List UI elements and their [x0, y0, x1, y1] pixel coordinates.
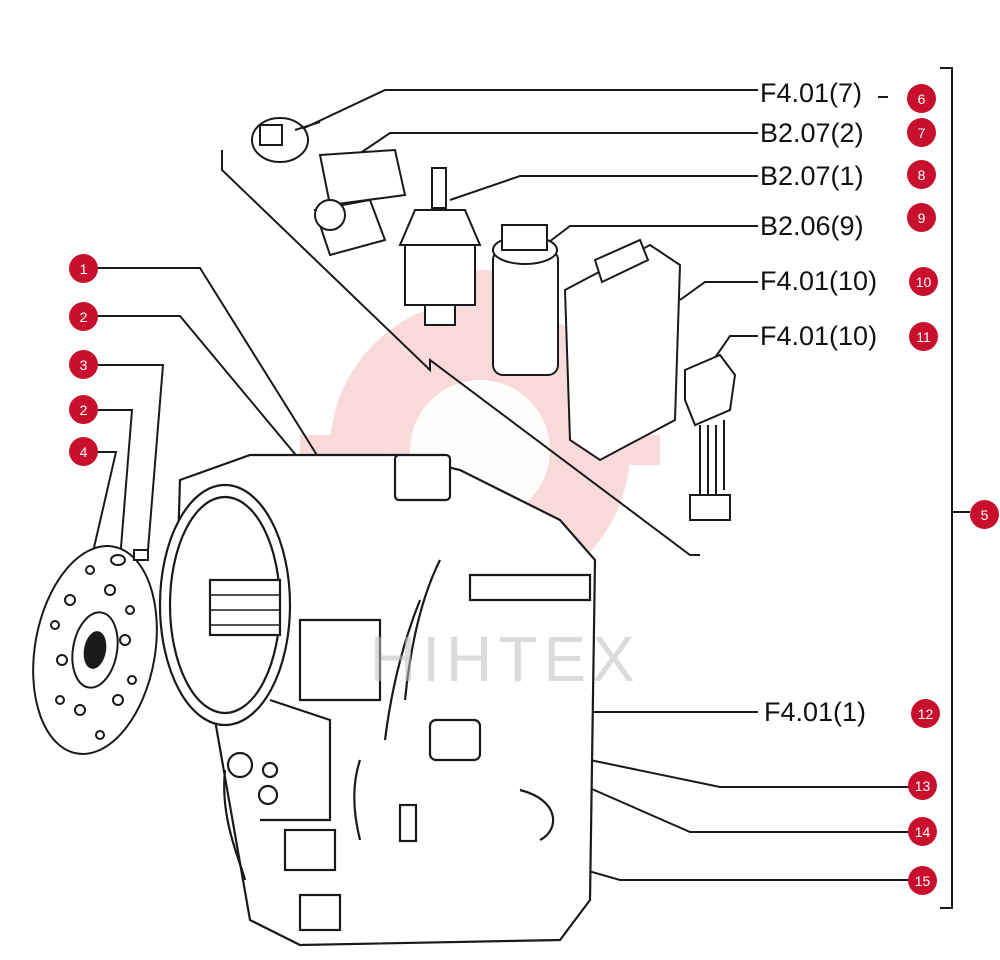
ref-label-9: B2.06(9) [760, 211, 864, 241]
callout-badge: 2 [69, 302, 98, 331]
callout-badge: 6 [907, 84, 936, 113]
ref-label-10: F4.01(10) [760, 266, 878, 296]
ref-label-7: B2.07(2) [760, 118, 864, 148]
ref-label-11: F4.01(10) [760, 321, 878, 351]
part-connector [684, 353, 737, 521]
callout-badge: 14 [908, 817, 937, 846]
callout-badge: 15 [908, 866, 937, 895]
watermark-text: HIHTEX [370, 623, 641, 695]
transmission-housing [158, 453, 597, 947]
callout-badge: 5 [970, 500, 999, 529]
part-control-unit [563, 238, 682, 462]
drive-disc [32, 545, 158, 755]
leader-lines [89, 67, 970, 909]
callout-badge: 7 [907, 118, 936, 147]
callout-badge: 11 [909, 322, 938, 351]
callout-badge: 8 [907, 160, 936, 189]
callout-badge: 4 [69, 437, 98, 466]
callout-badge: 13 [908, 771, 937, 800]
ref-label-8: B2.07(1) [760, 161, 864, 191]
part-filter [492, 224, 559, 376]
callout-badge: 10 [909, 267, 938, 296]
callout-badge: 1 [69, 254, 98, 283]
callout-badge: 3 [69, 350, 98, 379]
ref-label-12: F4.01(1) [764, 697, 867, 727]
ref-label-6: F4.01(7) [760, 78, 863, 108]
callout-badge: 12 [911, 699, 940, 728]
callout-badge: 9 [907, 203, 936, 232]
part-switch [251, 117, 321, 163]
callout-badge: 2 [69, 395, 98, 424]
part-relay [313, 148, 407, 257]
part-joystick [398, 167, 482, 326]
